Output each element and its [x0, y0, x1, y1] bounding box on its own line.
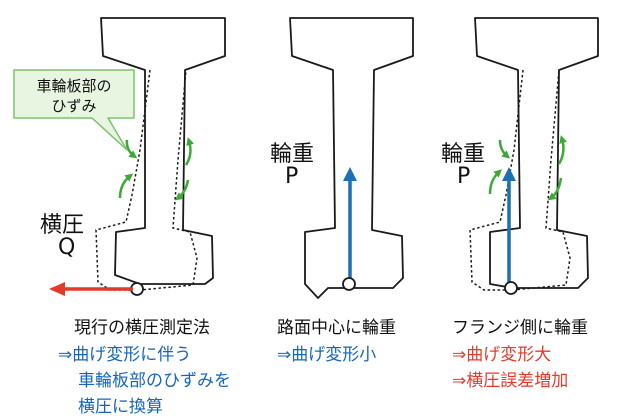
- left-wheel-outline: [100, 17, 226, 285]
- callout-line-1: 車輪板部の: [36, 77, 112, 95]
- right-wheel-section: [469, 17, 599, 295]
- right-caption: フランジ側に輪重: [452, 318, 588, 338]
- strain-arrow-2: [118, 173, 134, 199]
- middle-note-1: ⇒曲げ変形小: [277, 345, 377, 365]
- strain-arrow-3: [184, 137, 194, 166]
- left-caption: 現行の横圧測定法: [74, 318, 210, 338]
- right-wheel-outline: [474, 17, 599, 289]
- right-wheel-deformed-outline: [469, 69, 571, 291]
- right-load-symbol: P: [457, 164, 471, 189]
- strain-arrow-8: [547, 177, 563, 201]
- right-note-1: ⇒曲げ変形大: [452, 345, 552, 365]
- lateral-force-label: 横圧: [40, 213, 85, 238]
- left-note-1: ⇒曲げ変形に伴う: [58, 345, 192, 365]
- right-note-2: ⇒横圧誤差増加: [452, 371, 569, 391]
- right-contact-point: [504, 281, 518, 295]
- strain-arrow-4: [174, 179, 190, 201]
- strain-arrow-7: [557, 135, 567, 165]
- callout-box: [13, 69, 135, 151]
- middle-contact-point: [342, 277, 356, 291]
- middle-load-label: 輪重: [270, 142, 315, 167]
- left-note-3: 横圧に換算: [78, 397, 163, 417]
- strain-callout: [13, 69, 135, 151]
- callout-label: 車輪板部の ひずみ: [18, 76, 130, 116]
- middle-wheel-section: [289, 17, 414, 299]
- right-load-label: 輪重: [441, 142, 486, 167]
- lateral-force-symbol: Q: [58, 235, 76, 260]
- strain-arrow-6: [488, 169, 502, 195]
- strain-arrow-5: [498, 139, 511, 159]
- callout-line-2: ひずみ: [51, 97, 97, 115]
- left-wheel-section: [49, 17, 226, 296]
- middle-load-symbol: P: [285, 164, 299, 189]
- strain-arrow-1: [125, 139, 138, 159]
- middle-wheel-outline: [289, 17, 414, 299]
- middle-caption: 路面中心に輪重: [277, 318, 396, 338]
- left-note-2: 車輪板部のひずみを: [78, 371, 231, 391]
